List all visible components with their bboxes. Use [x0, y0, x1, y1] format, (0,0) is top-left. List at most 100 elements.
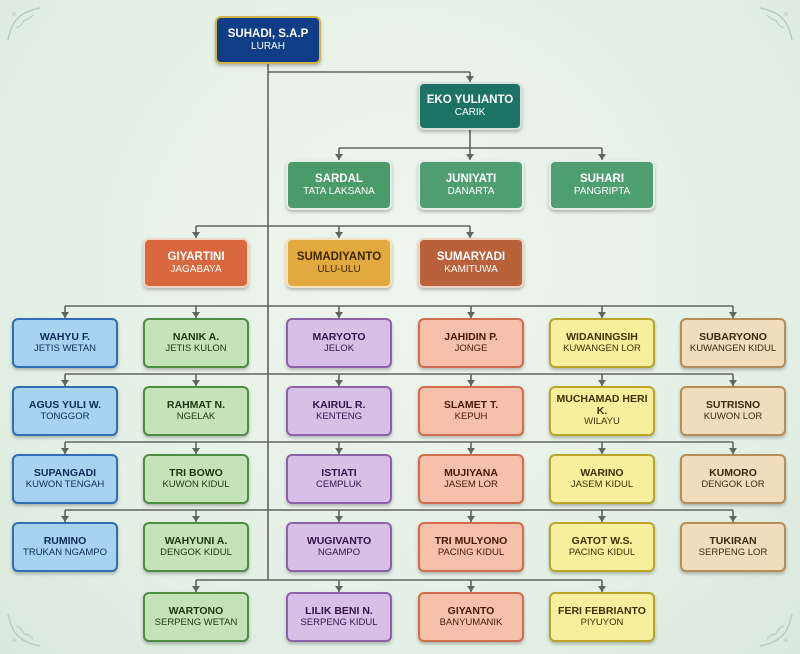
arrow-head [598, 516, 606, 522]
kaur-danarta-node: JUNIYATI DANARTA [418, 160, 524, 210]
kaur-pangripta-node: SUHARI PANGRIPTA [549, 160, 655, 210]
dukuh-node: LILIK BENI N.SERPENG KIDUL [286, 592, 392, 642]
arrow-head [61, 516, 69, 522]
node-role: TRUKAN NGAMPO [23, 546, 107, 558]
dukuh-node: NANIK A.JETIS KULON [143, 318, 249, 368]
node-name: WAHYUNI A. [164, 534, 228, 547]
arrow-head [729, 516, 737, 522]
kasi-ulu-ulu-node: SUMADIYANTO ULU-ULU [286, 238, 392, 288]
corner-ornament-icon [6, 6, 42, 42]
arrow-head [729, 312, 737, 318]
node-name: WIDANINGSIH [566, 330, 638, 343]
node-name: KAIRUL R. [312, 398, 366, 411]
node-role: KUWON KIDUL [162, 478, 230, 490]
node-name: SLAMET T. [443, 398, 499, 411]
node-name: WAHYU F. [39, 330, 91, 343]
node-role: PIYUYON [580, 616, 624, 628]
dukuh-node: KAIRUL R.KENTENG [286, 386, 392, 436]
node-role: CEMPLUK [316, 478, 362, 490]
node-name: SUBARYONO [699, 330, 767, 343]
arrow-head [192, 448, 200, 454]
arrow-head [598, 448, 606, 454]
lurah-node: SUHADI, S.A.P LURAH [215, 16, 321, 64]
dukuh-node: GATOT W.S.PACING KIDUL [549, 522, 655, 572]
node-name: ISTIATI [321, 466, 357, 479]
node-role: KUWANGEN KIDUL [689, 342, 777, 354]
node-name: GIYANTO [447, 604, 495, 617]
node-name: AGUS YULI W. [28, 398, 102, 411]
node-name: LILIK BENI N. [305, 604, 373, 617]
node-role: DANARTA [447, 185, 495, 197]
arrow-head [192, 516, 200, 522]
dukuh-node: AGUS YULI W.TONGGOR [12, 386, 118, 436]
node-role: PACING KIDUL [437, 546, 505, 558]
arrow-head [466, 154, 474, 160]
node-role: BANYUMANIK [439, 616, 503, 628]
node-role: KAMITUWA [444, 263, 498, 275]
node-name: FERI FEBRIANTO [558, 604, 646, 617]
node-name: SUTRISNO [705, 398, 761, 411]
arrow-head [467, 586, 475, 592]
node-role: JASEM LOR [444, 478, 498, 490]
dukuh-node: WAHYU F.JETIS WETAN [12, 318, 118, 368]
kasi-kamituwa-node: SUMARYADI KAMITUWA [418, 238, 524, 288]
arrow-head [598, 586, 606, 592]
node-role: SERPENG KIDUL [300, 616, 378, 628]
node-name: TRI BOWO [169, 466, 223, 479]
arrow-head [598, 154, 606, 160]
node-role: JELOK [323, 342, 355, 354]
arrow-head [335, 154, 343, 160]
arrow-head [729, 380, 737, 386]
arrow-head [729, 448, 737, 454]
node-role: DENGOK LOR [701, 478, 765, 490]
arrow-head [467, 312, 475, 318]
arrow-head [335, 380, 343, 386]
node-role: KUWON LOR [703, 410, 763, 422]
dukuh-node: WAHYUNI A.DENGOK KIDUL [143, 522, 249, 572]
node-role: JAGABAYA [170, 263, 222, 275]
node-role: JETIS KULON [165, 342, 227, 354]
arrow-head [335, 448, 343, 454]
dukuh-node: RAHMAT N.NGELAK [143, 386, 249, 436]
dukuh-node: SLAMET T.KEPUH [418, 386, 524, 436]
arrow-head [192, 232, 200, 238]
node-name: RUMINO [43, 534, 87, 547]
node-name: SUPANGADI [33, 466, 97, 479]
node-role: PANGRIPTA [573, 185, 631, 197]
dukuh-node: MUCHAMAD HERI K.WILAYU [549, 386, 655, 436]
node-name: MUCHAMAD HERI K. [556, 392, 648, 417]
carik-node: EKO YULIANTO CARIK [418, 82, 522, 130]
node-role: NGAMPO [317, 546, 361, 558]
node-role: ULU-ULU [317, 263, 361, 275]
node-role: JONGE [454, 342, 488, 354]
node-name: GIYARTINI [167, 250, 225, 263]
arrow-head [61, 448, 69, 454]
kaur-tata-laksana-node: SARDAL TATA LAKSANA [286, 160, 392, 210]
node-role: JETIS WETAN [33, 342, 97, 354]
arrow-head [466, 76, 474, 82]
node-name: JUNIYATI [445, 172, 497, 185]
arrow-head [335, 586, 343, 592]
node-name: KUMORO [709, 466, 757, 479]
node-name: SUHARI [579, 172, 625, 185]
arrow-head [61, 312, 69, 318]
arrow-head [598, 380, 606, 386]
node-role: TONGGOR [40, 410, 90, 422]
node-role: LURAH [251, 40, 285, 52]
node-name: TRI MULYONO [434, 534, 508, 547]
node-name: JAHIDIN P. [444, 330, 498, 343]
arrow-head [335, 516, 343, 522]
